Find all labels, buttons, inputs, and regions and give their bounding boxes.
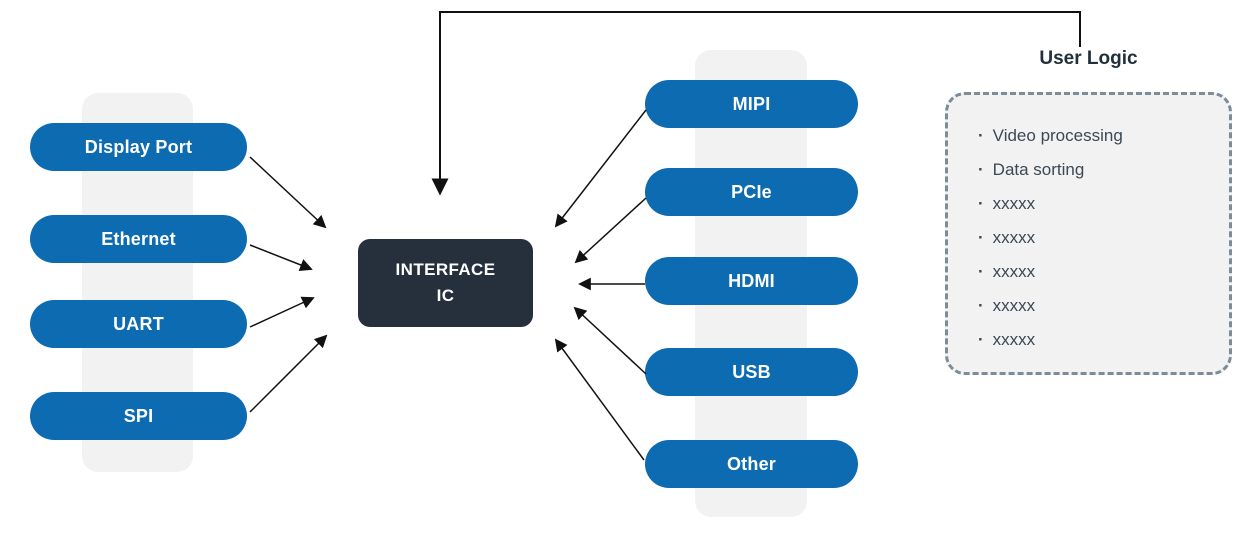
port-label: PCIe	[731, 181, 772, 202]
port-label: MIPI	[732, 93, 771, 114]
user-logic-item: xxxxx	[978, 323, 1219, 357]
port-label: Other	[726, 453, 776, 474]
port-pill-other: Other	[645, 440, 858, 488]
port-label: Display Port	[84, 136, 193, 157]
arrow-pcie-to-ic	[574, 197, 647, 264]
port-label: USB	[732, 361, 771, 382]
arrow-displayport-to-ic	[249, 156, 327, 229]
user-logic-item: xxxxx	[978, 289, 1219, 323]
arrow-mipi-to-ic	[554, 109, 647, 228]
user-logic-item: xxxxx	[978, 187, 1219, 221]
port-pill-hdmi: HDMI	[645, 257, 858, 305]
port-pill-mipi: MIPI	[645, 80, 858, 128]
arrow-ethernet-to-ic	[249, 244, 313, 271]
arrow-uart-to-ic	[249, 296, 315, 328]
port-label: UART	[113, 313, 164, 334]
user-logic-item: xxxxx	[978, 221, 1219, 255]
user-logic-box: Video processing Data sorting xxxxx xxxx…	[945, 92, 1232, 375]
arrow-usb-to-ic	[573, 306, 647, 375]
user-logic-title: User Logic	[1039, 48, 1138, 69]
interface-ic-block: INTERFACE IC	[358, 239, 533, 327]
chip-label-line2: IC	[436, 286, 455, 305]
user-logic-item: Video processing	[978, 119, 1219, 153]
port-label: SPI	[123, 405, 154, 426]
chip-label-line1: INTERFACE	[395, 259, 496, 279]
arrow-spi-to-ic	[249, 334, 328, 413]
user-logic-list: Video processing Data sorting xxxxx xxxx…	[948, 95, 1229, 357]
user-logic-item: xxxxx	[978, 255, 1219, 289]
port-pill-spi: SPI	[30, 392, 247, 440]
port-label: HDMI	[728, 270, 775, 291]
user-logic-item: Data sorting	[978, 153, 1219, 187]
port-pill-pcie: PCIe	[645, 168, 858, 216]
port-pill-ethernet: Ethernet	[30, 215, 247, 263]
port-pill-usb: USB	[645, 348, 858, 396]
arrow-other-to-ic	[554, 338, 645, 461]
port-pill-display-port: Display Port	[30, 123, 247, 171]
port-pill-uart: UART	[30, 300, 247, 348]
port-label: Ethernet	[101, 228, 176, 249]
